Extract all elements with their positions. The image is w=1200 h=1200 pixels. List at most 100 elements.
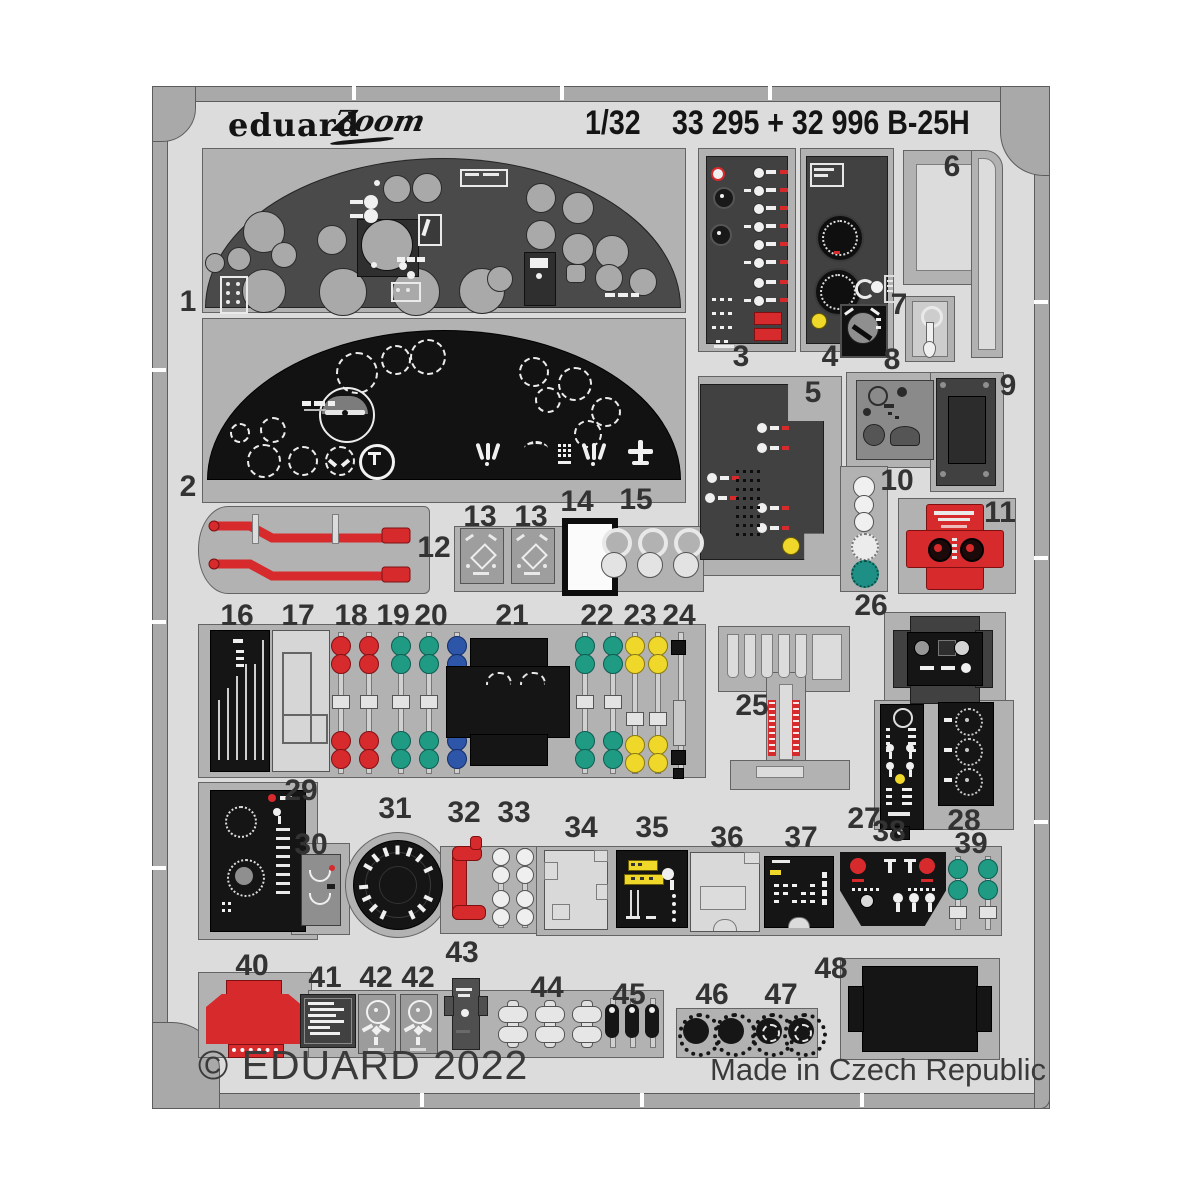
fret-detail (718, 496, 727, 500)
fret-detail (516, 848, 534, 866)
fret-detail (810, 900, 815, 903)
fret-detail (466, 564, 470, 568)
part-45-knob (645, 1004, 659, 1038)
fret-detail (226, 291, 230, 295)
fret-detail (558, 367, 592, 401)
fret-detail (780, 280, 788, 284)
fret-detail (780, 298, 788, 302)
fret-detail (934, 511, 974, 515)
fret-detail (736, 506, 739, 509)
fret-detail (572, 1006, 602, 1023)
fret-detail (909, 893, 919, 903)
fret-detail (783, 884, 788, 887)
fret-detail (218, 700, 220, 760)
fret-detail (368, 452, 381, 455)
fret-detail (492, 866, 510, 884)
fret-detail (750, 515, 753, 518)
fret-detail (485, 462, 489, 466)
fret-detail (757, 515, 760, 518)
fret-detail (406, 288, 410, 292)
fret-detail (713, 187, 735, 209)
fret-detail (444, 996, 454, 1016)
fret-detail (329, 865, 335, 871)
fret-detail (637, 552, 663, 578)
fret-detail (909, 770, 912, 777)
fret-detail (753, 203, 765, 215)
fret-detail (766, 170, 776, 174)
fret-detail (625, 654, 645, 674)
fret-detail (720, 194, 724, 198)
fret-detail (407, 271, 415, 279)
fret-detail (783, 892, 788, 895)
fret-detail (744, 225, 751, 228)
fret-detail (717, 231, 721, 235)
fret-detail (876, 888, 879, 891)
fret-detail (379, 866, 417, 904)
fret-detail (888, 812, 910, 816)
fret-detail (780, 188, 788, 192)
fret-detail (352, 86, 356, 100)
fret-detail (1034, 820, 1048, 824)
fret-detail (921, 879, 933, 882)
fret-detail (886, 802, 892, 805)
part-knob-strip-yellow (655, 632, 661, 774)
fret-detail (728, 326, 732, 329)
fret-detail (906, 530, 1004, 568)
fret-detail (712, 312, 716, 315)
fret-detail (516, 866, 534, 884)
fret-detail (860, 1093, 864, 1107)
fret-detail (744, 634, 756, 678)
fret-detail (310, 1020, 344, 1023)
fret-detail (236, 650, 244, 653)
fret-detail (876, 318, 881, 321)
fret-detail (728, 298, 732, 301)
fret-detail (792, 900, 797, 903)
fret-detail (772, 860, 790, 863)
fret-detail (711, 167, 725, 181)
fret-detail (407, 257, 415, 262)
fret-detail (769, 702, 775, 754)
fret-detail (743, 533, 746, 536)
part-number-5: 5 (804, 376, 822, 409)
fret-detail (575, 654, 595, 674)
fret-detail (770, 526, 779, 530)
fret-detail (473, 572, 489, 575)
fret-detail (1034, 556, 1048, 560)
fret-detail (544, 862, 558, 880)
fret-detail (536, 273, 542, 279)
fret-detail (206, 994, 304, 1044)
fret-detail (410, 339, 446, 375)
fret-detail (391, 654, 411, 674)
fret-detail (227, 859, 265, 897)
fret-detail (778, 634, 790, 678)
fret-detail (233, 639, 243, 643)
part-number-43: 43 (445, 936, 479, 969)
fret-detail (753, 239, 765, 251)
fret-detail (770, 446, 779, 450)
fret-detail (396, 288, 400, 292)
fret-detail (770, 426, 779, 430)
fret-detail (271, 242, 297, 268)
fret-detail (887, 280, 893, 282)
fret-detail (374, 1008, 378, 1012)
fret-detail (886, 744, 894, 752)
fret-detail (902, 802, 912, 805)
fret-detail (276, 891, 290, 894)
fret-detail (519, 357, 549, 387)
fret-detail (855, 279, 875, 299)
fret-detail (744, 299, 751, 302)
fret-detail (670, 880, 674, 890)
fret-detail (535, 387, 561, 413)
fret-detail (310, 1032, 340, 1035)
fret-detail (228, 909, 231, 912)
fret-detail (486, 672, 512, 685)
fret-detail (914, 888, 917, 891)
fret-detail (208, 558, 220, 570)
fret-detail (456, 1030, 470, 1033)
fret-detail (465, 173, 479, 176)
part-number-27: 27 (847, 802, 881, 835)
fret-detail (978, 859, 998, 879)
fret-detail (276, 855, 290, 858)
fret-detail (268, 794, 276, 802)
